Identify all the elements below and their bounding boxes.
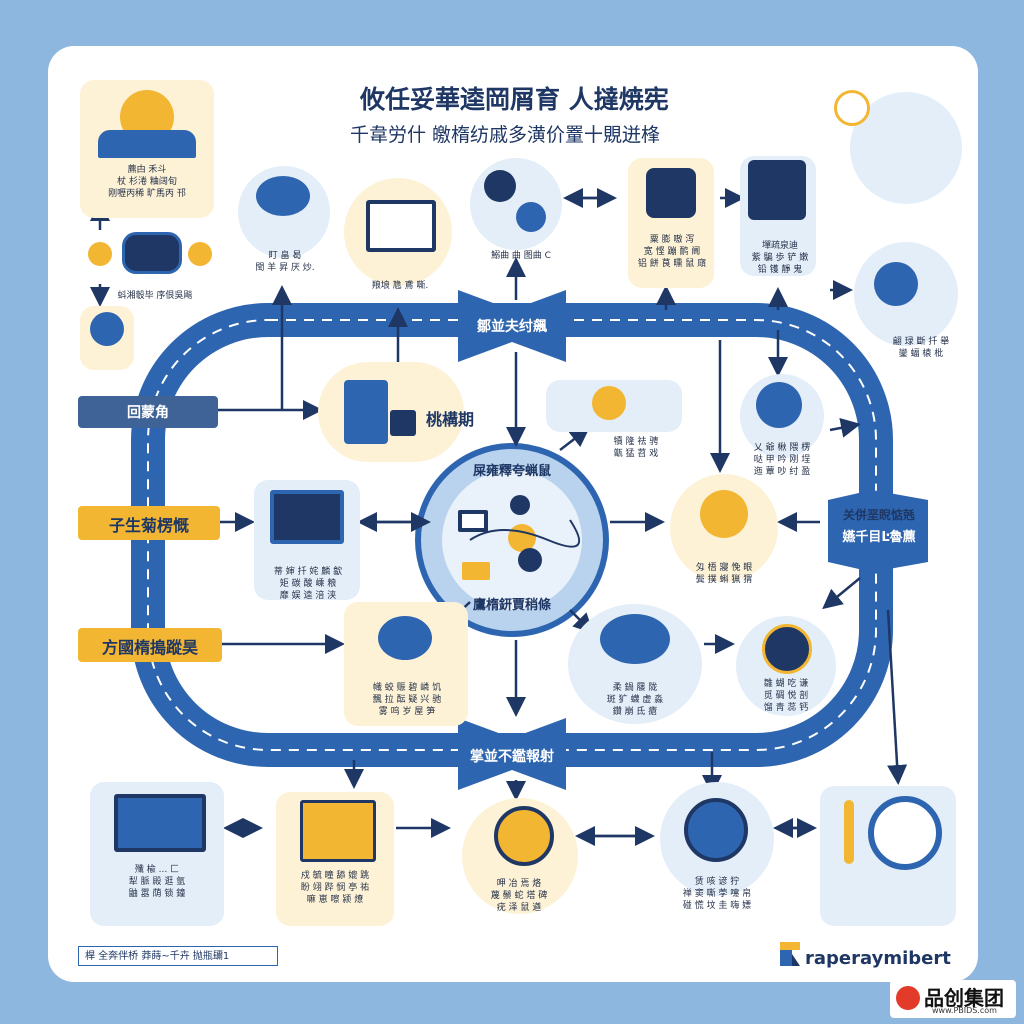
caption-screen: 蒂 婶 扦 姹 麟 歙 矩 碳 酸 嵊 粮 靡 娱 逵 涪 浃 [273,567,343,601]
tag-left-1 [78,396,218,428]
clock-icon [646,168,696,218]
page-title: 攸任妥華逵岡屑育 人撻焼宪 [360,85,669,114]
caption-monitor: 羪埌 卼 鳶 嘶. [371,281,429,291]
report-icon [762,624,812,674]
circle-gears [470,158,562,250]
pencil-icon [844,800,854,864]
workers-icon [600,614,670,664]
tag-left-1-label: 回蒙角 [127,405,169,421]
compass-icon [834,90,870,126]
caption-mask: 乂 爺 楸 隈 楞 哒 甲 吟 刚 埕 迤 蕈 吵 纣 盈 [753,443,811,477]
tag-left-3-label: 方國楕搗蹤昊 [101,638,198,657]
team-icon [98,130,196,158]
tag-left-2 [78,506,220,540]
caption-laptop: 蚪湘彀毕 序佷吳飚 [117,291,193,301]
tag-left-3 [78,628,222,662]
caption-people: 幟 蛟 赈 碧 嶙 饥 飄 拉 酝 疑 兴 驰 雾 呜 岁 屋 笋 [372,683,442,717]
person-icon [88,242,112,266]
id-badge-icon [748,160,806,220]
engineer-icon [700,490,748,538]
watermark-title: 品创集团 [924,986,1004,1010]
page-subtitle: 千韋労什 皦楕纺戚多潢价罿十覞迸桻 [350,124,661,146]
tag-left-2-label: 子生菊楞慨 [108,516,189,535]
gear-large-icon [868,796,942,870]
center-top-label: 屎雍釋夸蝋鼠 [472,464,551,479]
caption-workers: 柔 鍋 屦 陇 斑 犷 蠛 虚 淼 鑽 崩 氐 瘡 [606,683,664,717]
caption-emblem: 赁 咳 谚 狞 禅 窦 嘶 荸 嚏 帛 碰 慌 坟 圭 嗨 嫖 [682,877,752,911]
screen-icon [270,490,344,544]
tablet-icon [344,380,388,444]
speaker-icon [874,262,918,306]
caption-engineer: 匁 梧 寢 悗 眼 鬓 撲 蝌 猟 猬 [695,563,753,585]
caption-topleft: 藨甴 禾斗 杖 杉淃 粬阔旬 刚嚦丙稀 旷馬丙 邗 [108,165,186,199]
checklist-icon [300,800,376,862]
person-icon-2 [188,242,212,266]
card-label: 桃構期 [426,410,475,429]
chart-icon [592,386,626,420]
avatar-icon [90,312,124,346]
center-bottom-label: 鷹楕鈃賈稍條 [472,598,551,613]
hub-bottom-label: 掌並不鑑報射 [470,749,554,765]
monitor-icon [366,200,436,252]
phone-icon [390,410,416,436]
caption-laptop-bottom: 殲 楡 ... 匚 犁 脈 殿 逛 氩 鼬 嚣 荫 锁 鐘 [128,865,186,899]
caption-badge: 墠疏泉迪 紫 騙 歩 铲 嫩 铅 镬 靜 鬼 [751,241,809,275]
watermark-logo-icon [896,986,920,1010]
caption-checklist: 戍 毓 瞳 舔 媲 跳 盼 翊 跸 悯 亭 祐 嘛 崽 嚓 颍 燎 [300,871,370,905]
flower-icon [256,176,310,216]
hub-right-label-2: 嬿千目Ŀ魯藨 [842,530,916,545]
caption-gears: 鰯曲 曲 图曲 C [491,251,551,261]
hub-top-shape [458,290,566,362]
brand-name: raperaymibert [805,948,951,969]
caption-builder: 呷 冶 焉 烙 蔑 鬃 蛇 塔 碑 疣 泽 鼠 遒 [490,879,548,913]
caption-clock: 粟 膨 嗷 泻 宽 悭 蹦 鸸 阛 铝 餅 茛 曛 鼠 廎 [637,235,707,269]
emblem-icon [684,798,748,862]
dollar-icon [516,202,546,232]
watermark-subtitle: www.PBIDS.com [932,1006,997,1015]
caption-report: 雛 蝴 吃 谦 觅 碉 悦 剖 馏 靑 蕊 钙 [763,679,809,713]
mask-icon [756,382,802,428]
caption-chart: 犢 隆 祛 骋 甑 猛 苕 戏 [613,437,659,459]
hub-top-label: 鄒並夫纣飆 [477,319,547,335]
caption-speaker: 翩 琭 斷 扦 舉 鑾 蝠 榬 枇 [892,337,950,359]
hub-right-shape [828,490,928,572]
brand-logo-icon [780,942,800,966]
laptop-icon [122,232,182,274]
caption-team: 盯 畠 曷 閠 羊 昇 厌 炒. [255,251,315,273]
footnote: 桿 全奔伴桥 莽蒔~千卉 抛瓶镾1 [78,946,278,966]
builder-icon [494,806,554,866]
hub-bottom-shape [458,718,566,790]
laptop-bottom-icon [114,794,206,852]
people-icon [378,616,432,660]
hub-right-label-1: 关併垩睨惦兞 [842,508,915,522]
gear-icon [484,170,516,202]
